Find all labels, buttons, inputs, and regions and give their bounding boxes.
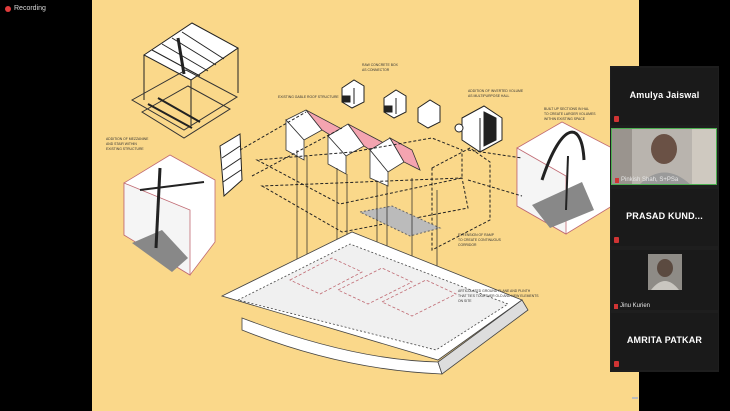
mic-muted-icon (614, 237, 619, 243)
scroll-indicator (632, 397, 638, 399)
multipurpose-hall (454, 105, 503, 153)
svg-text:ARTICULATED GROUND PLANE AND P: ARTICULATED GROUND PLANE AND PLINTH (458, 289, 531, 293)
participant-tile[interactable]: PRASAD KUND... (611, 189, 718, 246)
svg-text:EXISTING STRUCTURE: EXISTING STRUCTURE (106, 147, 144, 151)
recording-indicator: Recording (5, 5, 46, 12)
svg-text:EXISTING GABLE ROOF STRUCTURE: EXISTING GABLE ROOF STRUCTURE (278, 95, 339, 99)
stair (219, 133, 243, 198)
mic-icon (615, 177, 619, 183)
svg-text:THAT TIES TOGETHER OLD AND NEW: THAT TIES TOGETHER OLD AND NEW ELEMENTS (458, 294, 539, 298)
participants-panel: Amulya Jaiswal Pinkish Shah, S+PSa PRASA… (610, 66, 719, 372)
svg-text:ON SITE: ON SITE (458, 299, 472, 303)
svg-text:EXTENSION OF RAMP: EXTENSION OF RAMP (458, 233, 495, 237)
participant-name: Jinu Kurien (620, 303, 651, 309)
mezzanine-structure (130, 22, 239, 139)
video-feed (612, 129, 716, 184)
mic-muted-icon (614, 303, 618, 309)
avatar (648, 254, 682, 290)
courtyard-patch (358, 205, 442, 237)
connector-boxes (341, 79, 441, 129)
participant-name: Pinkish Shah, S+PSa (621, 177, 679, 183)
right-block (516, 121, 613, 235)
mic-muted-icon (614, 116, 619, 122)
svg-text:RAW CONCRETE BOX: RAW CONCRETE BOX (362, 63, 399, 67)
svg-text:AS CONNECTOR: AS CONNECTOR (362, 68, 390, 72)
participant-video-tile[interactable]: Pinkish Shah, S+PSa (611, 128, 717, 185)
svg-text:TO CREATE LARGER VOLUMES: TO CREATE LARGER VOLUMES (544, 112, 596, 116)
ground-plane (220, 231, 529, 375)
gable-roofs (285, 109, 421, 187)
participant-tile[interactable]: Jinu Kurien (611, 250, 718, 310)
svg-text:TO CREATE CONTINUOUS: TO CREATE CONTINUOUS (458, 238, 502, 242)
recording-label: Recording (14, 5, 46, 12)
participant-name: AMRITA PATKAR (626, 335, 703, 345)
participant-name: PRASAD KUND... (626, 211, 703, 221)
svg-text:BUILT UP SECTIONS IN HAL: BUILT UP SECTIONS IN HAL (544, 107, 589, 111)
left-block (123, 154, 216, 276)
svg-text:CORRIDOR: CORRIDOR (458, 243, 477, 247)
svg-text:AS MULTIPURPOSE HALL: AS MULTIPURPOSE HALL (468, 94, 510, 98)
mic-muted-icon (614, 361, 619, 367)
participant-tile[interactable]: Amulya Jaiswal (611, 68, 718, 125)
record-icon (5, 5, 11, 12)
participant-tile[interactable]: AMRITA PATKAR (611, 313, 718, 370)
participant-name: Amulya Jaiswal (629, 90, 700, 100)
participant-name-label: Jinu Kurien (614, 303, 650, 309)
svg-text:AND STAIR WITHIN: AND STAIR WITHIN (106, 142, 137, 146)
svg-text:WITHIN EXISTING SPACE: WITHIN EXISTING SPACE (544, 117, 586, 121)
svg-text:ADDITION OF INVERTED VOLUME: ADDITION OF INVERTED VOLUME (468, 89, 524, 93)
video-name-label: Pinkish Shah, S+PSa (615, 177, 678, 183)
svg-text:ADDITION OF MEZZANINE: ADDITION OF MEZZANINE (106, 137, 149, 141)
